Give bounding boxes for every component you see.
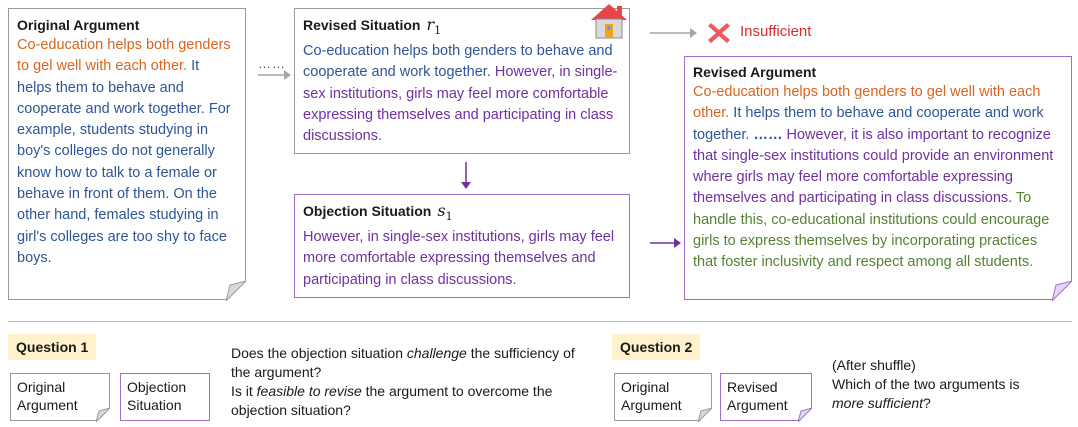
- original-support: It helps them to behave and cooperate an…: [17, 58, 231, 266]
- original-argument-box: Original Argument Co-education helps bot…: [8, 8, 246, 300]
- house-icon: [591, 4, 627, 39]
- revised-situation-objection: However, in single-sex institutions, gir…: [303, 64, 618, 145]
- objection-situation-title: Objection Situation: [303, 203, 432, 219]
- ellipsis-label: ……: [258, 56, 286, 71]
- question-2-label: Question 2: [612, 334, 701, 360]
- revised-argument-objection: However, it is also important to recogni…: [693, 126, 1054, 207]
- revised-situation-box: Revised Situation r1 Co-education helps b…: [294, 8, 630, 154]
- folded-corner-icon: [798, 408, 812, 422]
- folded-corner-icon: [1052, 281, 1072, 301]
- variable-s1: s1: [437, 201, 453, 224]
- arrow-to-insufficient: [650, 28, 697, 38]
- arrow-to-revised-argument: [650, 238, 681, 248]
- question-2-text: (After shuffle) Which of the two argumen…: [832, 357, 1020, 411]
- folded-corner-icon: [96, 408, 110, 422]
- arrow-to-revised-situation: [258, 70, 291, 80]
- revised-argument-ellipsis: ……: [753, 126, 783, 143]
- question-1-original-box: Original Argument: [10, 373, 110, 421]
- original-argument-title: Original Argument: [17, 17, 140, 33]
- revised-argument-claim: Co-education helps both genders to gel w…: [693, 84, 1041, 122]
- insufficient-label: Insufficient: [740, 23, 812, 40]
- revised-argument-support: It helps them to behave and cooperate an…: [693, 105, 1044, 143]
- revised-situation-support: Co-education helps both genders to behav…: [303, 43, 613, 81]
- revised-argument-box: Revised Argument Co-education helps both…: [684, 56, 1072, 300]
- section-divider: [8, 321, 1072, 322]
- question-2-revised-box: Revised Argument: [720, 373, 812, 421]
- folded-corner-icon: [226, 281, 246, 301]
- folded-corner-icon: [698, 408, 712, 422]
- original-claim: Co-education helps both genders to gel w…: [17, 37, 231, 75]
- revised-argument-handling: To handle this, co-educational instituti…: [693, 190, 1050, 271]
- question-2-original-box: Original Argument: [614, 373, 712, 421]
- variable-r1: r1: [426, 15, 442, 38]
- objection-situation-text: However, in single-sex institutions, gir…: [303, 229, 615, 288]
- red-x-icon: [708, 23, 730, 43]
- revised-argument-title: Revised Argument: [693, 64, 817, 80]
- revised-situation-title: Revised Situation: [303, 17, 421, 33]
- question-1-label: Question 1: [8, 334, 97, 360]
- arrow-to-objection-situation: [461, 162, 471, 189]
- question-1-objection-box: Objection Situation: [120, 373, 210, 421]
- objection-situation-box: Objection Situation s1 However, in single…: [294, 194, 630, 298]
- question-1-text: Does the objection situation challenge t…: [231, 345, 575, 418]
